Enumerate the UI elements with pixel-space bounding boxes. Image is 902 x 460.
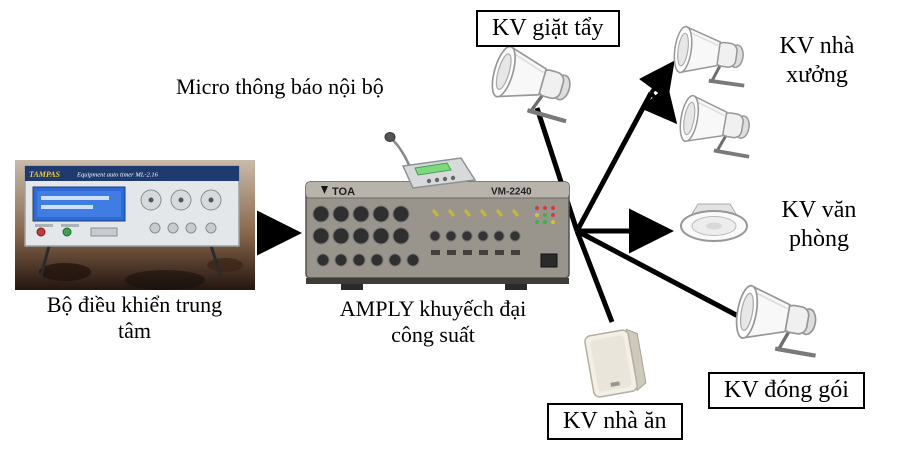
amp-brand: TOA xyxy=(332,186,355,198)
label-zone-canteen: KV nhà ăn xyxy=(547,403,683,441)
paging-microphone-device xyxy=(384,132,477,189)
amp-level-indicators xyxy=(431,209,520,217)
link-amp-to-packing xyxy=(575,228,759,329)
amp-led-cluster xyxy=(535,206,555,224)
amp-model: VM-2240 xyxy=(491,187,532,198)
controller-model: Equipment auto timer ML-2.16 xyxy=(76,172,159,179)
toa-logo-icon xyxy=(321,186,328,194)
label-amplifier: AMPLY khuyếch đại công suất xyxy=(339,296,527,348)
amplifier-device: TOA VM-2240 xyxy=(305,181,570,290)
controller-brand: TAMPAS xyxy=(29,170,61,179)
box-speaker-canteen xyxy=(584,328,647,398)
mic-display xyxy=(414,162,452,176)
controller-red-button xyxy=(36,227,46,237)
link-amp-to-canteen xyxy=(574,230,615,323)
link-branch-to-workshop-1 xyxy=(638,60,675,101)
label-controller: Bộ điều khiển trung tâm xyxy=(46,292,223,344)
controller-green-button xyxy=(62,227,72,237)
amp-channel-controls xyxy=(429,230,521,255)
label-zone-office: KV văn phòng xyxy=(781,197,857,253)
label-zone-packing: KV đóng gói xyxy=(708,372,865,410)
mic-capsule xyxy=(384,132,396,142)
label-zone-workshop: KV nhà xưởng xyxy=(779,33,855,89)
link-amp-to-workshop-branch xyxy=(574,91,654,233)
link-branch-to-workshop-2 xyxy=(640,84,678,125)
label-zone-laundry: KV giặt tẩy xyxy=(476,10,620,48)
ceiling-speaker-office xyxy=(680,203,748,242)
link-amp-to-laundry xyxy=(534,107,580,232)
amp-power-button xyxy=(540,253,558,268)
central-controller-device: TAMPAS Equipment auto timer ML-2.16 xyxy=(15,160,255,290)
horn-speaker-workshop-1 xyxy=(669,24,753,89)
mic-base xyxy=(401,157,477,189)
label-microphone: Micro thông báo nội bộ xyxy=(176,74,384,99)
amp-knob-panel xyxy=(312,205,420,267)
